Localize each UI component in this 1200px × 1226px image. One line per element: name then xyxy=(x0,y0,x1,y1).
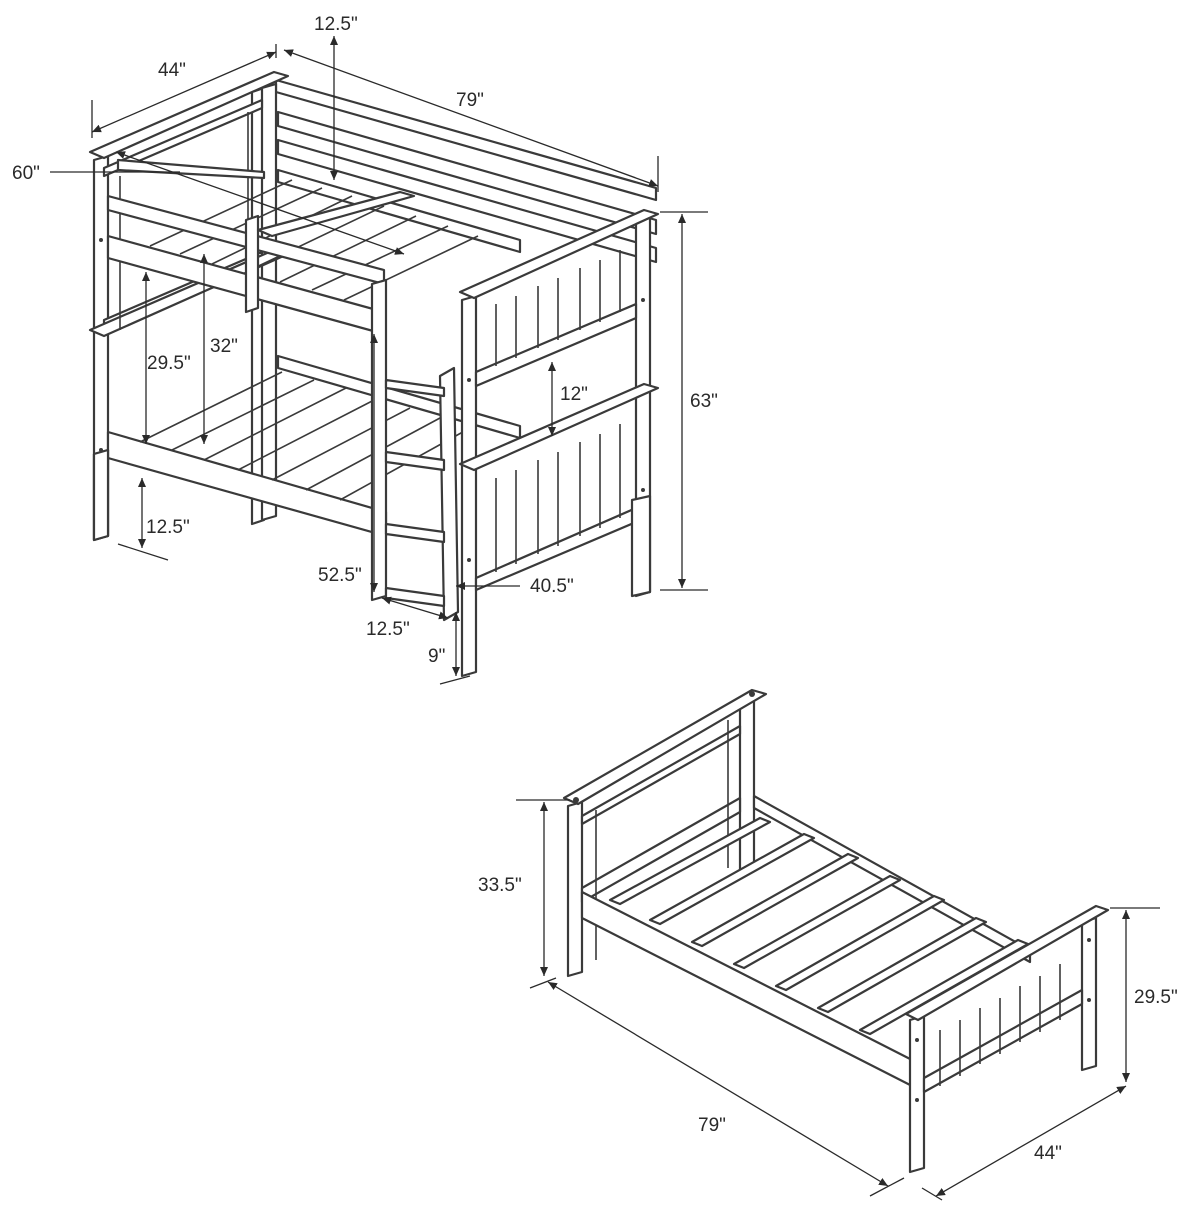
foot-front-post xyxy=(460,294,478,678)
single-bed-labels: 33.5" 29.5" 79" 44" xyxy=(478,875,1178,1164)
single-footboard-height-label: 29.5" xyxy=(1134,987,1178,1008)
single-bed-dimension-lines xyxy=(516,799,1160,1201)
bunk-clearance-label: 29.5" xyxy=(147,353,191,374)
guard-rail-post xyxy=(244,214,260,314)
lower-slats xyxy=(139,371,471,501)
single-slats xyxy=(608,816,1030,1036)
bunk-inner-height-label: 32" xyxy=(210,336,238,357)
foot-lower-slats xyxy=(495,424,621,572)
footboard-lower-board xyxy=(922,988,1084,1094)
bunk-ladder-depth-label: 40.5" xyxy=(530,576,574,597)
headboard-right-post xyxy=(738,694,756,876)
foot-upper-slats xyxy=(495,250,621,366)
foot-cap-lower xyxy=(458,382,660,472)
foot-cap-upper xyxy=(458,208,660,300)
bunk-bed-labels: 44" 12.5" 79" 60" 29.5" 32" 12" 63" 12.5… xyxy=(12,14,718,667)
bunk-ladder-width-label: 12.5" xyxy=(366,619,410,640)
single-length-label: 79" xyxy=(698,1115,726,1136)
bunk-guardrail-height-label: 12.5" xyxy=(314,14,358,35)
bunk-total-height-label: 63" xyxy=(690,391,718,412)
ladder xyxy=(370,278,460,622)
bunk-foot-label: 9" xyxy=(428,646,445,667)
bunk-floor-clearance-label: 12.5" xyxy=(146,517,190,538)
single-headboard-height-label: 33.5" xyxy=(478,875,522,896)
bunk-ladder-height-label: 52.5" xyxy=(318,565,362,586)
back-guard-rail-2 xyxy=(276,138,658,264)
bunk-guardrail-length-label: 60" xyxy=(12,163,40,184)
footboard-cap xyxy=(904,904,1110,1022)
single-width-label: 44" xyxy=(1034,1143,1062,1164)
bunk-panel-gap-label: 12" xyxy=(560,384,588,405)
headboard-left-post xyxy=(566,800,584,978)
headboard-cap xyxy=(562,688,768,806)
bunk-length-label: 79" xyxy=(456,90,484,111)
single-bed-drawing xyxy=(562,688,1110,1174)
bunk-bed-dimension-lines xyxy=(50,36,708,685)
footboard-slats xyxy=(939,964,1061,1086)
bunk-width-label: 44" xyxy=(158,60,186,81)
foot-middle-board xyxy=(474,302,638,388)
